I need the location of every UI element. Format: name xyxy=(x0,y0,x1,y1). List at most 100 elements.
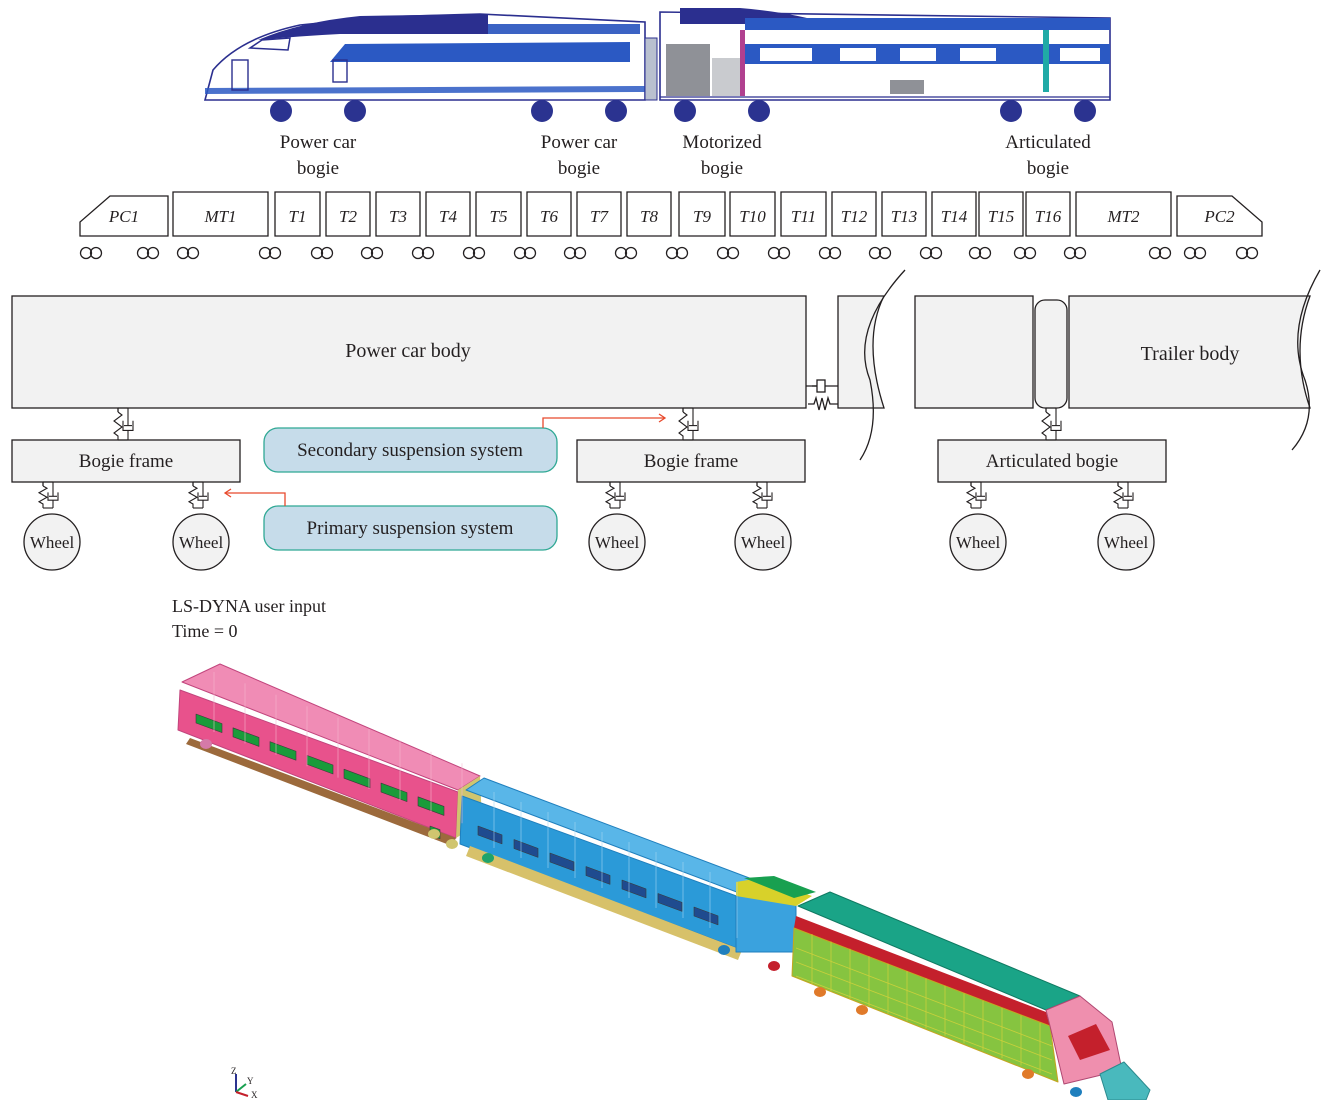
consist-wheel xyxy=(1065,248,1076,259)
profile-label-line1: Articulated xyxy=(1005,132,1091,153)
consist-car-label: T9 xyxy=(693,207,711,226)
axis-x-label: X xyxy=(251,1090,258,1100)
wheel-label: Wheel xyxy=(30,533,75,552)
profile-bogie-labels: Power carbogiePower carbogieMotorizedbog… xyxy=(280,132,1091,179)
trailer-grey-box xyxy=(890,80,924,94)
power-car-body-label: Power car body xyxy=(345,340,471,362)
consist-wheel xyxy=(1195,248,1206,259)
spring xyxy=(679,412,687,440)
consist-wheel xyxy=(1237,248,1248,259)
axis-z-label: Z xyxy=(231,1066,237,1076)
spring xyxy=(39,486,47,508)
profile-wheel xyxy=(344,100,366,122)
consist-wheel xyxy=(1150,248,1161,259)
consist-wheel xyxy=(677,248,688,259)
consist-wheel xyxy=(870,248,881,259)
fem-train-model xyxy=(178,664,1150,1100)
consist-car-label: T4 xyxy=(439,207,457,226)
consist-car-label: T13 xyxy=(891,207,917,226)
profile-wheels xyxy=(270,100,1096,122)
axis-triad: Z Y X xyxy=(231,1066,258,1100)
x-axis xyxy=(236,1092,248,1096)
consist-wheel xyxy=(1025,248,1036,259)
axis-y-label: Y xyxy=(247,1076,254,1086)
trailer-body-label: Trailer body xyxy=(1141,343,1240,365)
spring xyxy=(1114,486,1122,508)
fem-wheel xyxy=(856,1005,868,1015)
wheel-label: Wheel xyxy=(179,533,224,552)
consist-car-label: MT2 xyxy=(1106,207,1140,226)
wheel-label: Wheel xyxy=(1104,533,1149,552)
consist-car-label: MT1 xyxy=(203,207,236,226)
consist-car-label: T15 xyxy=(988,207,1014,226)
profile-wheel xyxy=(1074,100,1096,122)
profile-label-line1: Power car xyxy=(541,132,618,153)
consist-wheel xyxy=(779,248,790,259)
consist-car-label: T3 xyxy=(389,207,407,226)
neighbour-car-stub xyxy=(838,296,884,408)
spring xyxy=(606,486,614,508)
trailer-front-box xyxy=(915,296,1033,408)
consist-wheel xyxy=(91,248,102,259)
consist-wheel xyxy=(1247,248,1258,259)
fem-header-line1: LS-DYNA user input xyxy=(172,596,326,616)
consist-wheel xyxy=(970,248,981,259)
consist-wheel xyxy=(565,248,576,259)
consist-car-label: T8 xyxy=(640,207,658,226)
y-axis xyxy=(236,1084,246,1092)
spring xyxy=(114,412,122,440)
spring xyxy=(1042,412,1050,440)
consist-wheel xyxy=(525,248,536,259)
consist-car-label: T14 xyxy=(941,207,968,226)
articulated-bogie-label: Articulated bogie xyxy=(986,451,1118,472)
fem-wheel xyxy=(428,829,440,839)
bogie-frame-right-label: Bogie frame xyxy=(644,451,738,472)
trailer-door-light xyxy=(712,58,740,96)
teal-pole xyxy=(1043,30,1049,92)
fem-car-blue xyxy=(460,778,816,960)
fem-wheel xyxy=(768,961,780,971)
profile-wheel xyxy=(605,100,627,122)
profile-wheel xyxy=(674,100,696,122)
schematic-wheels: WheelWheelWheelWheelWheelWheel xyxy=(24,514,1154,570)
train-side-profile: Power carbogiePower carbogieMotorizedbog… xyxy=(205,8,1110,179)
consist-car-label: T6 xyxy=(540,207,558,226)
power-car-gangway xyxy=(645,38,657,100)
profile-wheel xyxy=(748,100,770,122)
profile-label-line2: bogie xyxy=(1027,158,1069,179)
wheel-label: Wheel xyxy=(741,533,786,552)
trailer-door-block xyxy=(666,44,710,96)
consist-wheel xyxy=(1015,248,1026,259)
consist-wheel xyxy=(667,248,678,259)
profile-label-line2: bogie xyxy=(297,158,339,179)
consist-car-label: T12 xyxy=(841,207,868,226)
power-car-stripe xyxy=(330,42,630,62)
consist-wheel xyxy=(1075,248,1086,259)
gangway-bellows xyxy=(1035,300,1067,408)
consist-car-label: T11 xyxy=(791,207,816,226)
fem-wheel xyxy=(200,739,212,749)
profile-label-line2: bogie xyxy=(701,158,743,179)
fem-header-line2: Time = 0 xyxy=(172,621,238,641)
consist-car-label: T7 xyxy=(590,207,609,226)
profile-label-line1: Motorized xyxy=(682,132,762,153)
fem-car-pink xyxy=(178,664,482,846)
profile-wheel xyxy=(531,100,553,122)
consist-wheel xyxy=(921,248,932,259)
coupler xyxy=(806,380,838,410)
consist-car-label: PC2 xyxy=(1203,207,1235,226)
consist-wheel xyxy=(830,248,841,259)
consist-wheel xyxy=(980,248,991,259)
consist-car-label: T2 xyxy=(339,207,357,226)
fem-wheel xyxy=(718,945,730,955)
suspension-schematic: Power car body Trailer body Bogie frame … xyxy=(12,270,1320,570)
fem-wheel xyxy=(814,987,826,997)
consist-wheel xyxy=(515,248,526,259)
fem-wheel xyxy=(482,853,494,863)
consist-car-label: T10 xyxy=(739,207,766,226)
consist-wheel xyxy=(718,248,729,259)
profile-wheel xyxy=(270,100,292,122)
consist-wheel xyxy=(1185,248,1196,259)
power-car-roof-blue xyxy=(488,24,640,34)
